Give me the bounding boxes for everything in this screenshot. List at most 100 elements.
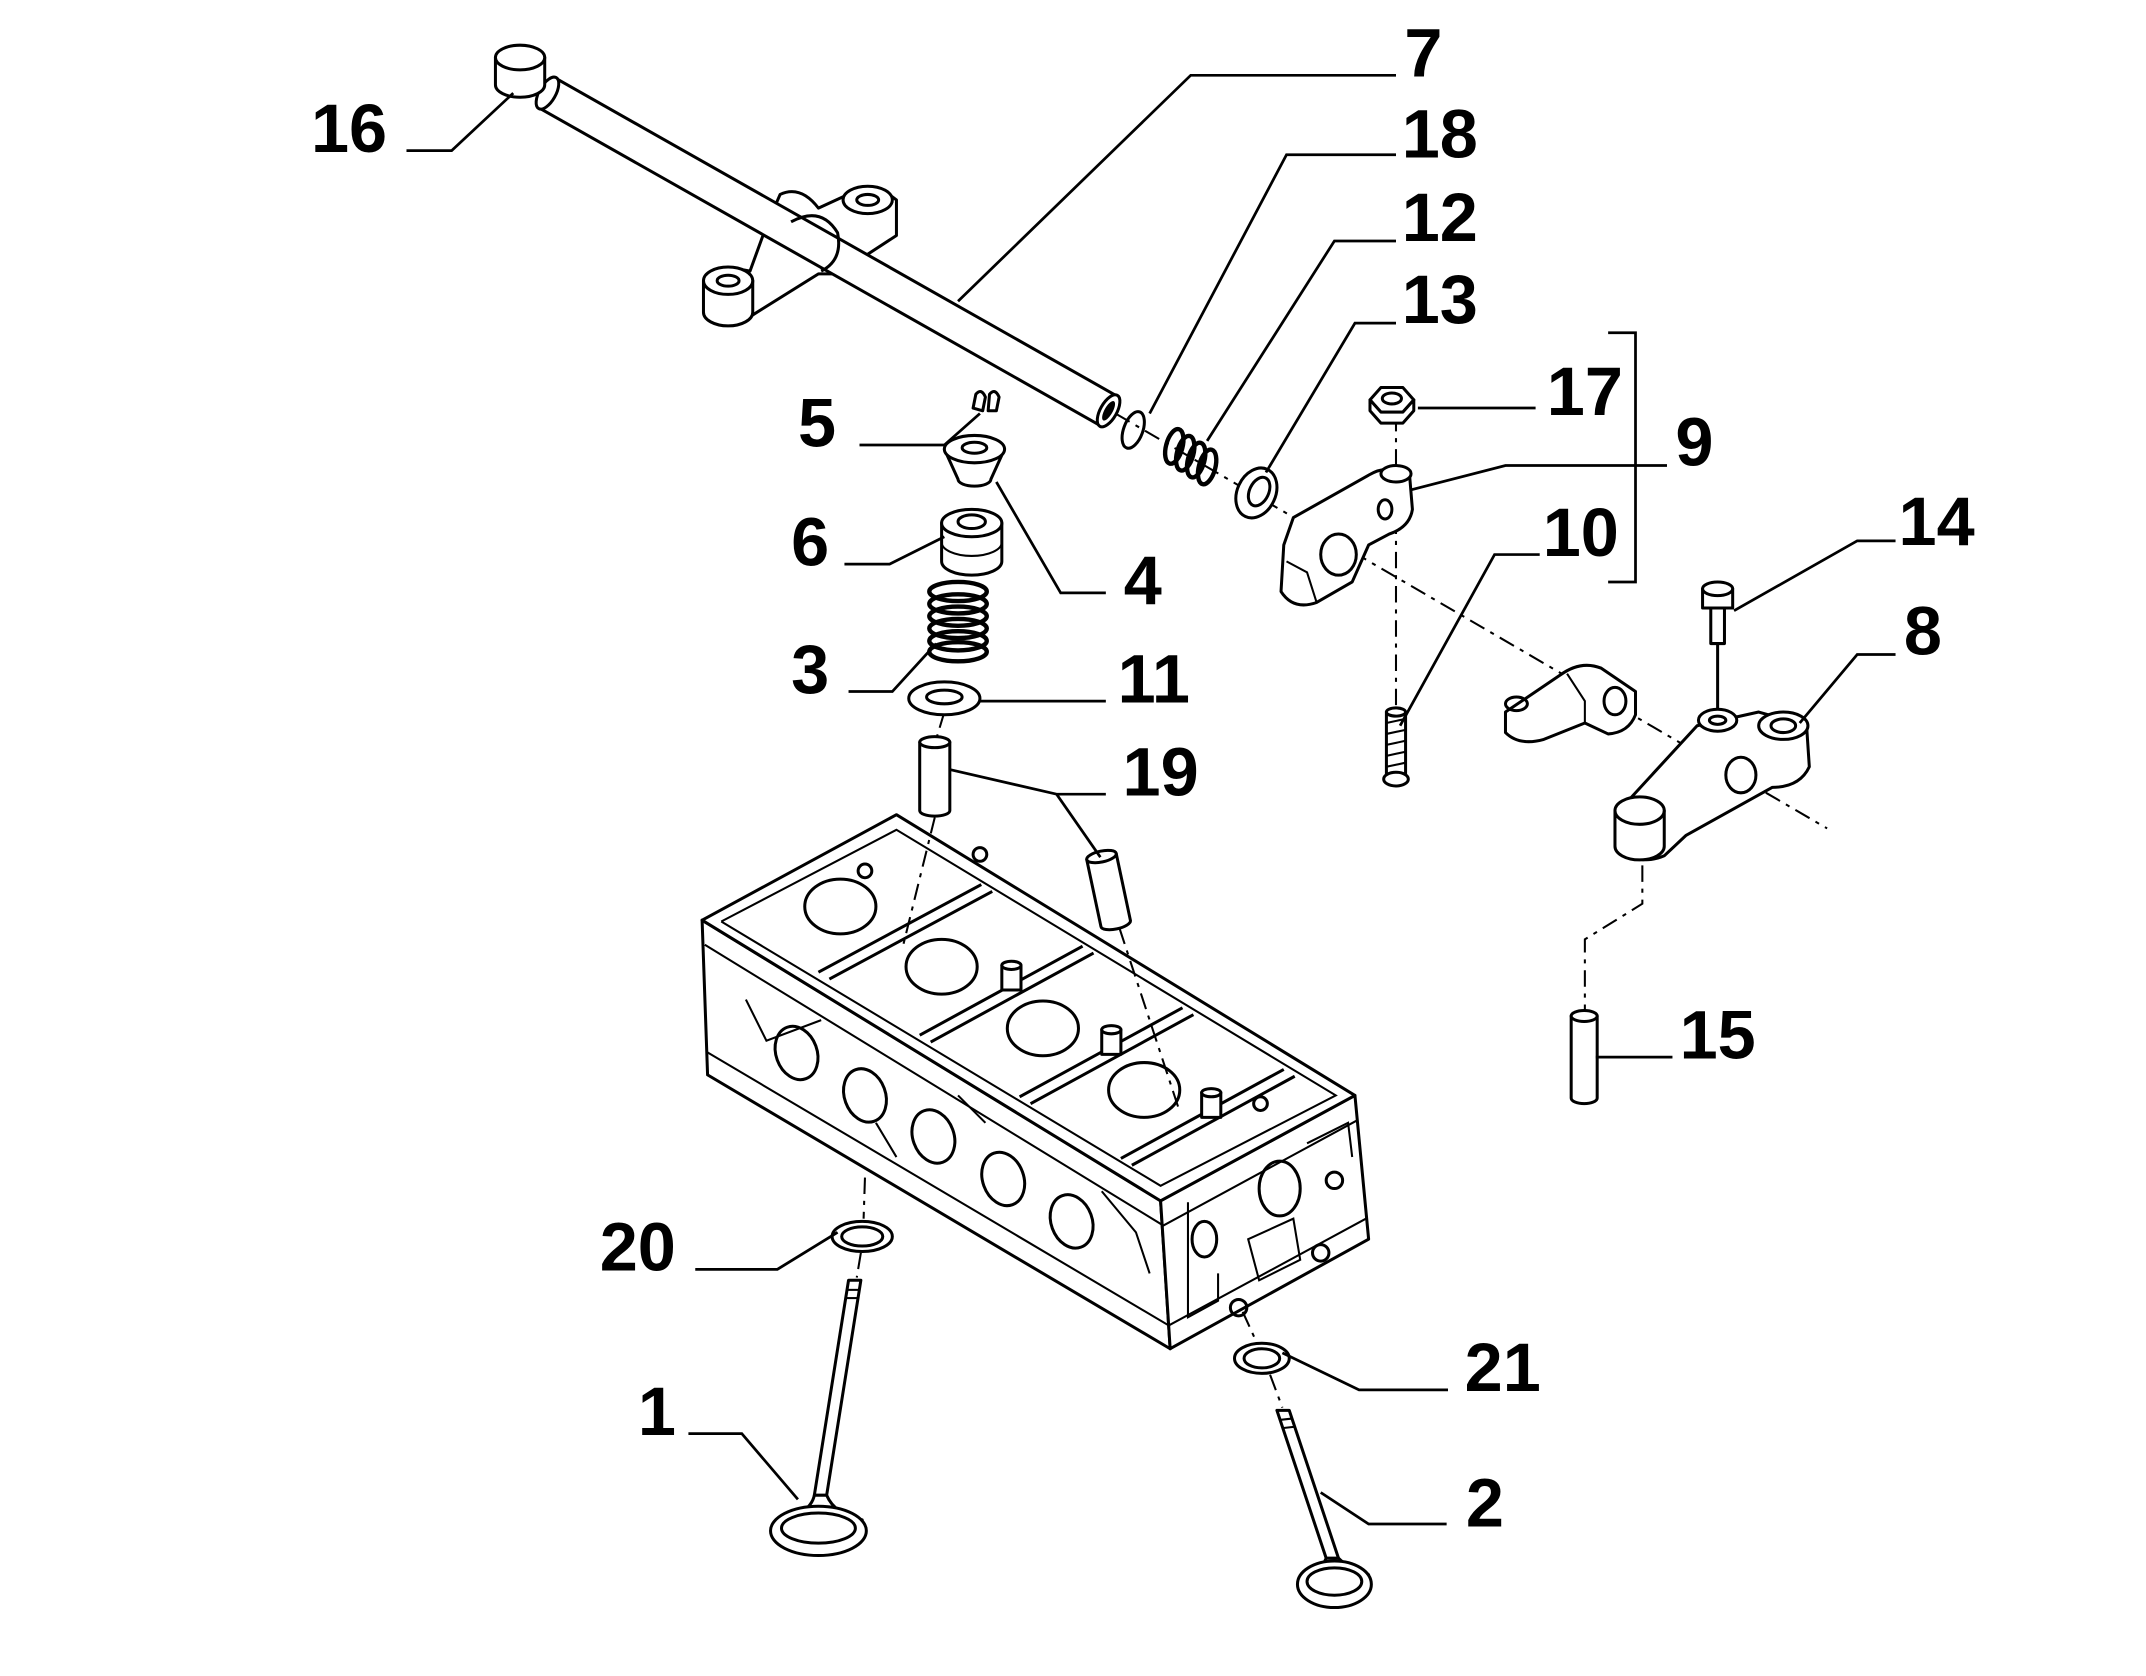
head-end-hole (1190, 1219, 1219, 1259)
guide-axis-line (1118, 928, 1181, 1113)
callout-3: 3 (791, 631, 829, 708)
valve-guide (918, 735, 952, 818)
retainer-bore (960, 440, 989, 455)
seal-ring (940, 542, 1003, 557)
rocker-shaft-bore (1319, 532, 1358, 577)
valve-stem (1275, 1408, 1341, 1560)
leader-line-18 (1148, 153, 1396, 415)
bracket-boss-top (1757, 710, 1810, 741)
guide-axis-line (902, 817, 936, 946)
head-port (773, 1024, 820, 1082)
callout-12: 12 (1402, 179, 1478, 256)
head-front-detail (744, 999, 1151, 1274)
spring-coil (1184, 440, 1208, 480)
head-stud (1000, 959, 1023, 992)
head-end-hole (1324, 1170, 1345, 1191)
nut-bore (1380, 391, 1403, 406)
valve-spring (927, 579, 989, 664)
bracket-boss-top (841, 184, 894, 216)
seat-inner (840, 1225, 885, 1248)
callout-10: 10 (1543, 494, 1619, 571)
poppet-valve (1275, 1408, 1373, 1610)
bracket-boss-top (1696, 707, 1739, 733)
shaft-end-bore (1102, 401, 1116, 421)
head-end-hole (1228, 1297, 1249, 1318)
head-stud (1200, 1087, 1223, 1119)
bracket-bolt-hole (1769, 717, 1798, 735)
shaft-hub (790, 214, 841, 273)
valve-axis-line (1241, 1311, 1258, 1343)
spring-coil (1173, 433, 1197, 473)
valve-seat-insert (1232, 1341, 1291, 1375)
rocker-shaft (534, 75, 1122, 429)
shaft-body (539, 79, 1117, 425)
head-top-face (700, 813, 1357, 1203)
leader-line-19 (949, 768, 1106, 796)
callout-17: 17 (1547, 353, 1623, 430)
callout-7: 7 (1404, 15, 1442, 92)
head-bolt-hole (856, 862, 874, 880)
leader-line-3 (848, 642, 938, 693)
leader-line-6 (844, 535, 945, 566)
group-bracket-line (1608, 331, 1637, 584)
spring-coil (927, 592, 989, 616)
head-inner-rim (720, 828, 1338, 1187)
head-port (980, 1150, 1027, 1208)
seal-top (940, 507, 1004, 539)
cotter-half (986, 390, 1001, 413)
valve-axis-line (862, 1177, 866, 1219)
head-valve-pocket (803, 877, 878, 936)
head-stud (1100, 1024, 1123, 1056)
guide-axis-line (935, 711, 946, 740)
head-valve-pocket (1005, 999, 1080, 1058)
head-wall (1029, 1013, 1195, 1105)
guide-body (1085, 851, 1132, 932)
head-wall (828, 890, 993, 981)
screw-thread (1386, 717, 1406, 768)
head-valve-pocket (1107, 1061, 1182, 1119)
head-wall (929, 951, 1095, 1044)
second-rocker-arm (1503, 663, 1638, 744)
head-wall (1131, 1074, 1296, 1167)
rocker-detail (1376, 498, 1394, 521)
spring-coil (927, 579, 989, 604)
bracket-shaft-bore (1724, 755, 1758, 795)
leader-line-5 (859, 412, 981, 447)
dowel-pin (1569, 1009, 1599, 1106)
valve-axis-line (855, 1252, 862, 1278)
washer-inner (1246, 475, 1272, 508)
guide-top (918, 735, 952, 750)
callout-1: 1 (638, 1373, 676, 1450)
pin-axis-line (1583, 865, 1644, 1014)
spring-coil (1195, 447, 1219, 487)
circlip (1120, 410, 1146, 450)
spring-retainer (942, 433, 1007, 488)
guide-body (918, 740, 952, 818)
leader-line-20 (695, 1231, 839, 1271)
callout-2: 2 (1466, 1465, 1504, 1542)
retainer-top (942, 433, 1007, 465)
screw-head-top (1701, 580, 1735, 598)
shaft-spring (1162, 426, 1219, 487)
valve-groove (1282, 1425, 1295, 1430)
leader-line-21 (1281, 1351, 1449, 1392)
leader-line-16 (406, 92, 515, 152)
washer-outer (907, 680, 982, 717)
callout-11: 11 (1118, 640, 1190, 717)
callout-6: 6 (791, 503, 829, 580)
head-bolt-hole (971, 846, 989, 863)
leader-line-8 (1798, 653, 1896, 724)
head-port (842, 1067, 888, 1124)
rocker-shaft-bore (1602, 685, 1628, 717)
head-end-detail (1186, 1121, 1354, 1319)
head-port (910, 1108, 957, 1165)
leader-line-2 (1319, 1491, 1447, 1526)
shaft-end-bracket (1613, 707, 1811, 862)
cotter-half (971, 390, 987, 413)
guide-top (1085, 848, 1118, 865)
valve-stem-seal (940, 507, 1004, 577)
nut-flange (1368, 398, 1416, 425)
valve-cotters (971, 390, 1001, 413)
rocker-adjuster-boss (1379, 464, 1413, 484)
